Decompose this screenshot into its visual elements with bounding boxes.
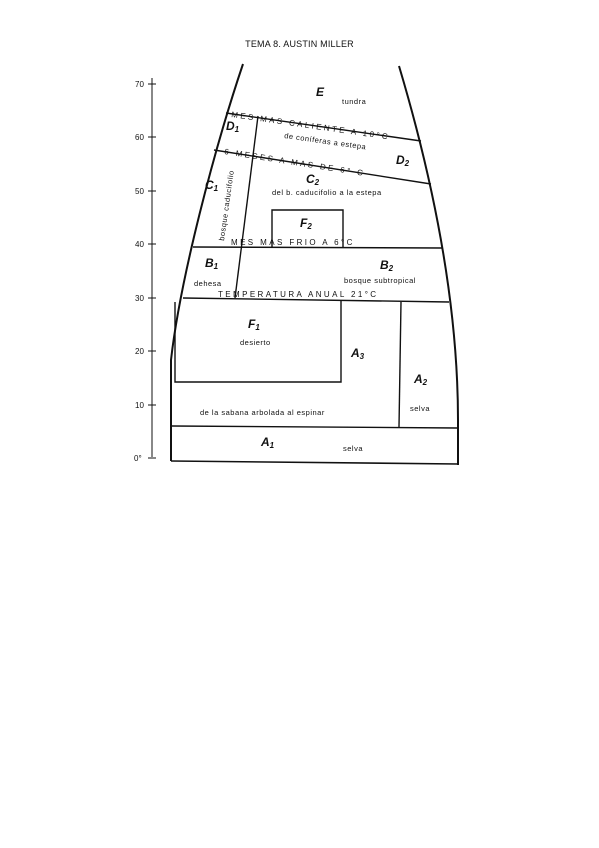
outline-bottom: [170, 460, 459, 465]
zone-B1: B1 dehesa: [194, 256, 222, 288]
zone-A1: A1 selva: [260, 435, 363, 453]
page-title: TEMA 8. AUSTIN MILLER: [245, 39, 354, 49]
axis-label-60: 60: [135, 133, 144, 142]
zone-F1-desc: desierto: [240, 338, 271, 347]
zone-B1-code: B1: [205, 256, 219, 271]
axis-label-40: 40: [135, 240, 144, 249]
zone-C2-code: C2: [306, 172, 320, 187]
axis-label-10: 10: [135, 401, 144, 410]
boundary-annual-temp-21c: [182, 297, 450, 303]
outline-left: [170, 63, 244, 461]
zone-E-desc: tundra: [342, 97, 367, 106]
zone-C1-code: C1: [205, 178, 219, 193]
zone-D1-code: D1: [226, 119, 240, 134]
zone-B2-code: B2: [380, 258, 394, 273]
axis-label-70: 70: [135, 80, 144, 89]
zone-F1-code: F1: [248, 317, 260, 332]
zone-A2-desc: selva: [410, 404, 430, 413]
axis-labels: 70 60 50 40 30 20 10 0°: [134, 80, 144, 463]
axis-label-50: 50: [135, 187, 144, 196]
zone-B1-desc: dehesa: [194, 279, 222, 288]
latitude-axis: [148, 78, 156, 459]
zone-C1-desc: bosque caducifolio: [217, 170, 236, 242]
axis-label-0: 0°: [134, 454, 142, 463]
boundary-c1-d1: [234, 115, 259, 299]
zone-B2-desc: bosque subtropical: [344, 276, 416, 285]
zone-A2-code: A2: [413, 372, 428, 387]
zone-B2: B2 bosque subtropical: [344, 258, 416, 285]
zone-F1: F1 desierto: [240, 317, 271, 347]
zone-E: E tundra: [316, 85, 367, 106]
boundary-warmest-month-10c: [225, 112, 422, 142]
zone-E-code: E: [316, 85, 325, 99]
boundary-coldest-month-6c: [192, 246, 443, 249]
zone-D2-code: D2: [396, 153, 410, 168]
zone-F2: F2: [300, 216, 312, 231]
caption-coldest-month: MES MAS FRIO A 6°C: [231, 238, 355, 247]
zone-A1-code: A1: [260, 435, 275, 450]
zone-A2: A2 selva: [410, 372, 430, 413]
zone-A1-desc: selva: [343, 444, 363, 453]
zone-A3: A3 de la sabana arbolada al espinar: [200, 346, 365, 417]
boundary-a1: [171, 425, 458, 429]
zone-C2-desc: del b. caducifolio a la estepa: [272, 188, 382, 197]
outline-right: [398, 65, 459, 465]
boundary-6-months-6c: [213, 149, 432, 185]
boundary-f2: [271, 209, 344, 247]
boundary-f1: [174, 300, 342, 383]
caption-6-months: 6 MESES A MAS DE 6° C: [224, 147, 366, 178]
zone-A3-code: A3: [350, 346, 365, 361]
caption-annual-temp: TEMPERATURA ANUAL 21°C: [218, 290, 378, 299]
continent-outline: [170, 63, 459, 465]
axis-label-20: 20: [135, 347, 144, 356]
zone-D1: D1: [226, 119, 240, 134]
zone-C1: C1 bosque caducifolio: [205, 170, 236, 242]
zone-A3-desc: de la sabana arbolada al espinar: [200, 408, 325, 417]
zone-boundaries: [171, 112, 458, 429]
zone-F2-code: F2: [300, 216, 312, 231]
zone-C2: C2 del b. caducifolio a la estepa: [272, 172, 382, 197]
axis-label-30: 30: [135, 294, 144, 303]
boundary-a2: [398, 301, 402, 428]
